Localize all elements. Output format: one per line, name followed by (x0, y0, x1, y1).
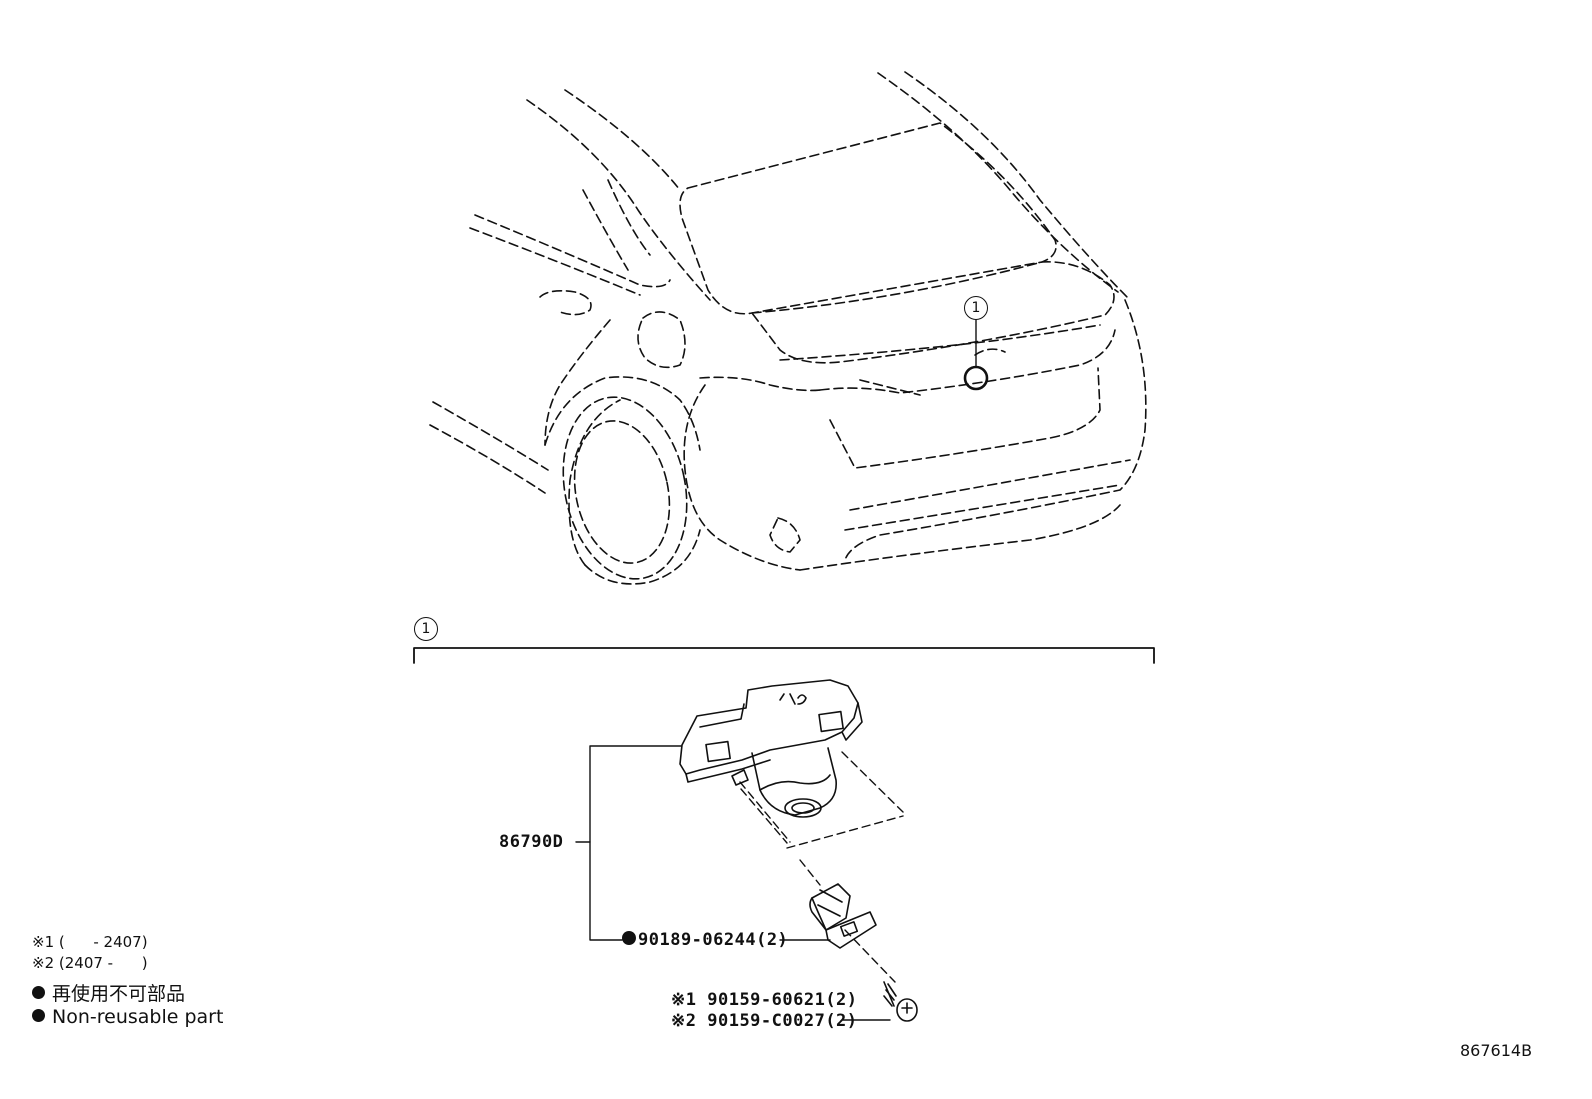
period-note-1: ※1 ( - 2407) (32, 933, 148, 951)
screw-1-mark: ※1 (671, 990, 697, 1010)
part-number-screw-2: ※2 90159-C0027(2) (671, 1013, 858, 1030)
screw-drawing (883, 981, 918, 1022)
legend-en: Non-reusable part (32, 1008, 223, 1027)
period-note-2: ※2 (2407 - ) (32, 954, 148, 972)
screw-1-part-number: 90159-60621(2) (707, 990, 858, 1010)
callout-car: 1 (964, 296, 988, 320)
camera-assembly-drawing (679, 679, 863, 818)
non-reusable-legend-icon (32, 1009, 45, 1022)
legend-jp: 再使用不可部品 (32, 985, 185, 1004)
clip-drawing (809, 883, 877, 949)
part-number-clip: 90189-06244(2) (622, 930, 789, 950)
screw-2-mark: ※2 (671, 1011, 697, 1031)
legend-jp-text: 再使用不可部品 (52, 983, 186, 1005)
car-outline (429, 71, 1147, 585)
diagram-id: 867614B (1460, 1041, 1533, 1060)
non-reusable-legend-icon (32, 986, 45, 999)
camera-location (963, 317, 989, 391)
legend-en-text: Non-reusable part (52, 1006, 224, 1028)
mounting-guides (739, 751, 904, 983)
non-reusable-icon (622, 931, 636, 945)
part-number-camera: 86790D (499, 832, 564, 852)
part-number-screw-1: ※1 90159-60621(2) (671, 992, 858, 1009)
screw-2-part-number: 90159-C0027(2) (707, 1011, 858, 1031)
callout-section: 1 (414, 617, 438, 641)
leader-lines (575, 745, 891, 1021)
section-bracket (413, 647, 1155, 664)
clip-part-number: 90189-06244(2) (638, 930, 789, 950)
